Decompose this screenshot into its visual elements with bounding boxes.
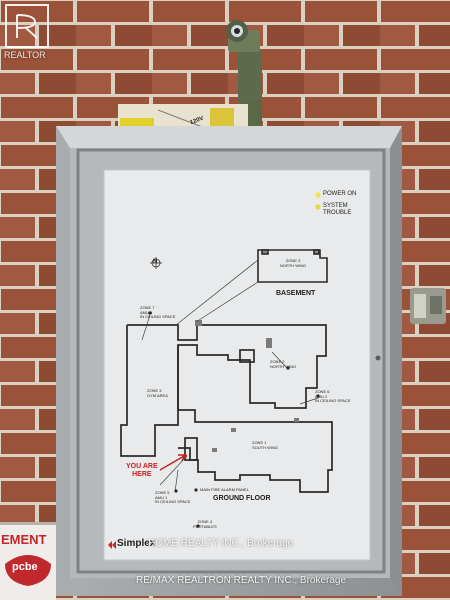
zone-5-label: ZONE 5 AMU 1 IN CEILING SPACE [155, 490, 191, 505]
map-fixtures [195, 320, 299, 452]
you-are-here-line1: YOU ARE [126, 463, 158, 470]
zone-6-line3: IN CEILING SPACE [315, 398, 351, 403]
zone-4-line1: ZONE 4 [197, 519, 213, 524]
zone-3-line1: ZONE 3 [147, 388, 162, 393]
zone-1-line1: ZONE 1 [252, 440, 267, 445]
zone-4-line2: PORTABLES [193, 523, 217, 529]
zone-5-line1: ZONE 5 [155, 490, 170, 495]
zone-7-line2: AMU 3 [140, 309, 153, 315]
power-led [315, 192, 321, 198]
compass-north-label: N [153, 259, 158, 265]
watermark-caption-1: HOME REALTY INC., Brokerage [148, 538, 294, 549]
realtor-logo-text: REALTOR [4, 50, 46, 60]
sign-text: EMENT [1, 532, 47, 547]
zone-3-line2: GYM AREA [147, 392, 168, 398]
basement-zone-label: ZONE 3 NORTH WING [280, 258, 307, 268]
trouble-led [315, 204, 321, 210]
you-are-here-line2: HERE [132, 471, 152, 478]
zone-2-line2: NORTH WING [270, 363, 297, 369]
zone-6-line2: AMU 2 [315, 393, 328, 399]
wall-sign [0, 522, 56, 600]
zone-1-line2: SOUTH WING [252, 444, 278, 450]
simplex-logo-mark [108, 541, 116, 549]
power-on-label: POWER ON [323, 191, 357, 197]
system-trouble-label-2: TROUBLE [323, 210, 352, 216]
realtor-logo-icon [5, 4, 49, 48]
watermark-caption-2: RE/MAX REALTRON REALTY INC., Brokerage [136, 575, 347, 586]
simplex-brand: Simplex [117, 538, 156, 549]
zone-leader-lines [141, 314, 319, 493]
thermostat [410, 288, 446, 324]
basement-title: BASEMENT [276, 290, 316, 297]
zone-6-label: ZONE 6 AMU 2 IN CEILING SPACE [315, 389, 351, 404]
you-are-here-dot [183, 454, 187, 458]
you-are-here-label: YOU ARE HERE [126, 463, 158, 479]
main-panel-label: MAIN FIRE ALARM PANEL [200, 487, 249, 492]
zone-6-line1: ZONE 6 [315, 389, 330, 394]
compass-icon [150, 257, 162, 269]
ground-floor-title: GROUND FLOOR [213, 495, 271, 502]
ground-floor-outline [120, 324, 333, 493]
zone-1-label: ZONE 1 SOUTH WING [252, 440, 278, 450]
basement-zone-line2: NORTH WING [280, 262, 307, 268]
map-panel [103, 169, 371, 561]
basement-zone-line1: ZONE 3 [285, 258, 301, 263]
zone-4-label: ZONE 4 PORTABLES [193, 519, 217, 529]
system-trouble-label-1: SYSTEM [323, 203, 348, 209]
zone-2-line1: ZONE 2 [270, 359, 285, 364]
pcbe-logo-text: pcbe [12, 561, 38, 573]
zone-7-label: ZONE 7 AMU 3 IN CEILING SPACE [140, 305, 176, 320]
zone-5-line3: IN CEILING SPACE [155, 499, 191, 504]
basement-link-lines [175, 259, 259, 326]
zone-markers [148, 311, 320, 528]
zone-7-line3: IN CEILING SPACE [140, 314, 176, 319]
zone-3-label: ZONE 3 GYM AREA [147, 388, 168, 398]
zone-7-line1: ZONE 7 [140, 305, 155, 310]
zone-2-label: ZONE 2 NORTH WING [270, 359, 297, 369]
zone-5-line2: AMU 1 [155, 494, 168, 500]
